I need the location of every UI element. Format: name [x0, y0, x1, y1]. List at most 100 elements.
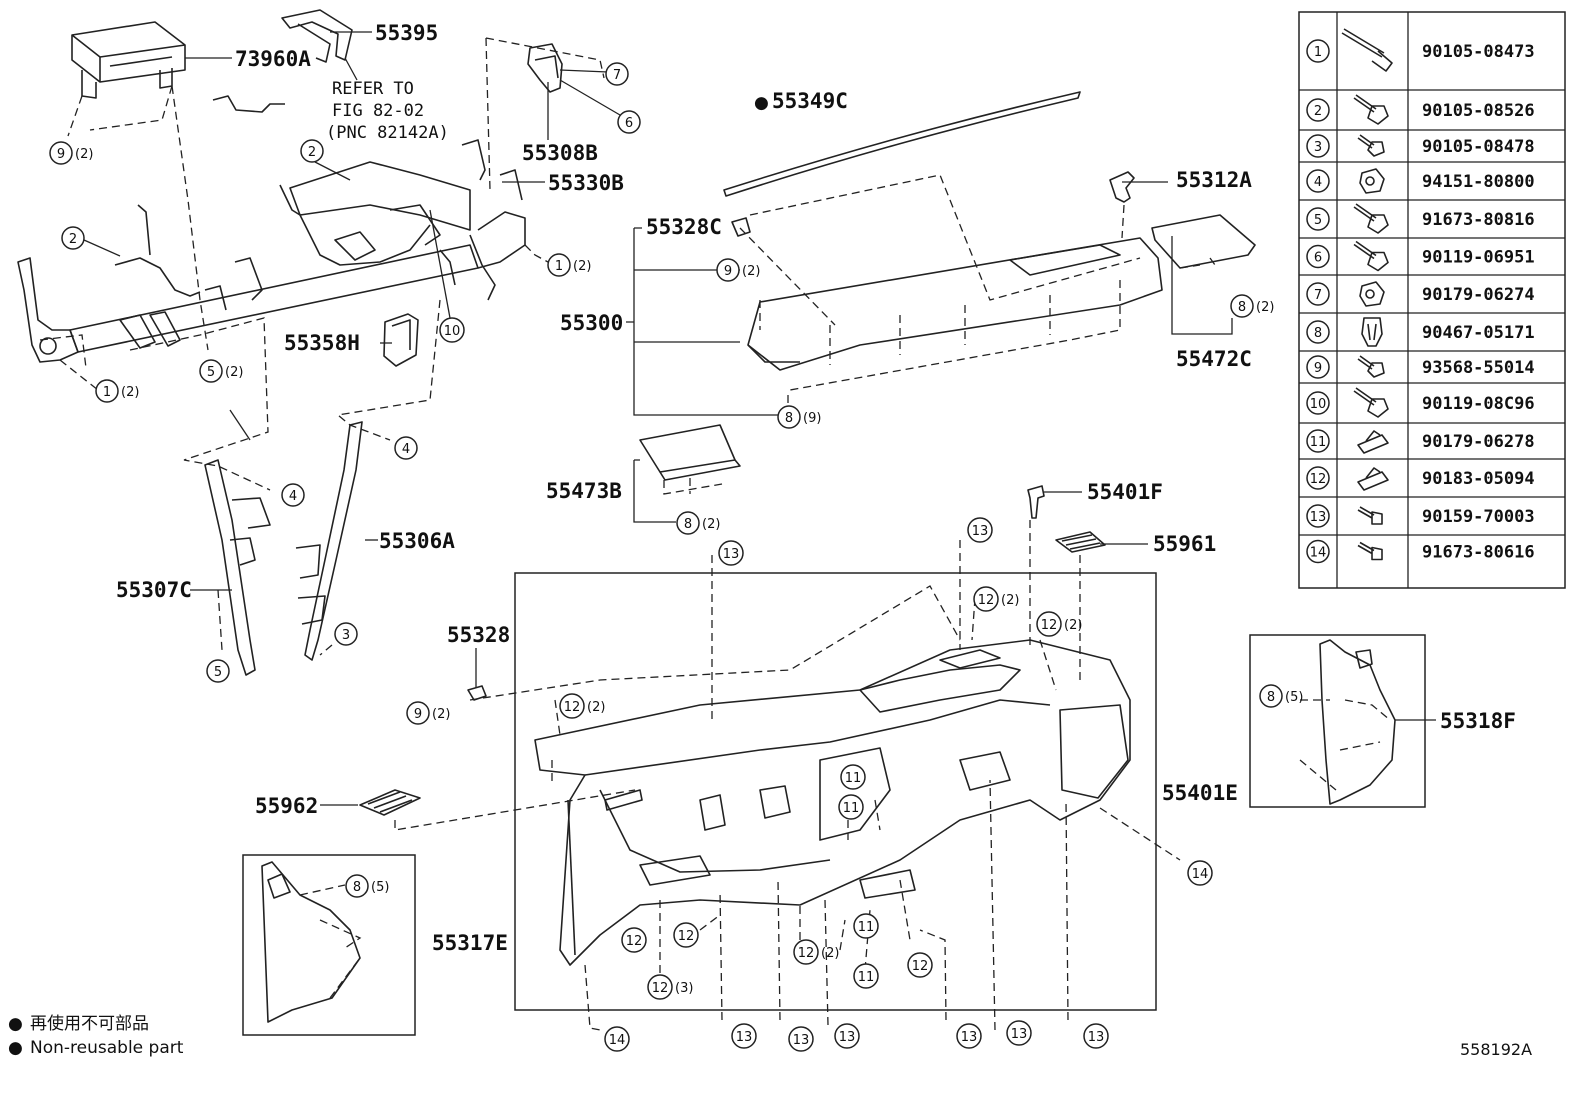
instrument-panel-frame — [514, 572, 1157, 1011]
svg-text:12: 12 — [678, 929, 695, 944]
svg-text:(2): (2) — [75, 147, 93, 162]
svg-text:12: 12 — [978, 593, 995, 608]
callout: 12 — [673, 922, 699, 948]
side-panel-55318F-frame — [1249, 634, 1426, 808]
callout: 9 (2) — [49, 141, 93, 165]
svg-text:9: 9 — [414, 707, 422, 722]
fastener-part-code: 91673-80616 — [1422, 543, 1535, 563]
svg-text:9: 9 — [57, 147, 65, 162]
bracket-55308B-drawing — [527, 43, 563, 93]
brace-55307C-drawing — [204, 459, 271, 676]
fastener-number-badge — [1306, 539, 1330, 564]
svg-text:2: 2 — [69, 232, 77, 247]
svg-text:4: 4 — [289, 489, 297, 504]
fastener-part-code: 93568-55014 — [1422, 358, 1535, 378]
instrument-panel-55401E-drawing — [534, 639, 1131, 966]
part-label-55962: 55962 — [255, 794, 318, 818]
svg-text:8: 8 — [1238, 300, 1246, 315]
fastener-row: 10 90119-08C96 — [1299, 382, 1565, 418]
cross-car-beam-drawing — [17, 139, 526, 363]
refer-note-line-1: REFER TO — [332, 79, 414, 99]
callout: 13 — [731, 1023, 757, 1049]
svg-text:11: 11 — [858, 970, 875, 985]
svg-text:(5): (5) — [1285, 690, 1303, 705]
part-label-55312A: 55312A — [1176, 168, 1252, 192]
part-label-55401E: 55401E — [1162, 781, 1238, 805]
callout: 13 — [718, 540, 744, 566]
fastener-part-code: 90119-08C96 — [1422, 394, 1535, 414]
callout: 2 — [300, 139, 324, 163]
clip-icon — [1361, 317, 1383, 347]
callout: 12(3) — [647, 974, 693, 1000]
side-panel-55317E-frame — [242, 854, 416, 1036]
callout: 3 — [334, 622, 358, 646]
leader-lines — [83, 31, 1436, 806]
svg-text:13: 13 — [736, 1030, 753, 1045]
svg-text:12: 12 — [912, 959, 929, 974]
legend-text-cn: 再使用不可部品 — [30, 1013, 149, 1034]
callout: 12 — [907, 952, 933, 978]
bracket-55358H-drawing — [383, 313, 419, 367]
moulding-55349C-drawing — [723, 91, 1081, 197]
callout: 11 — [840, 764, 866, 790]
svg-text:8: 8 — [353, 880, 361, 895]
clip-55312A-drawing — [1109, 171, 1135, 203]
callout: 5 — [206, 659, 230, 683]
svg-text:11: 11 — [845, 771, 862, 786]
part-label-55328: 55328 — [447, 623, 510, 647]
svg-text:(2): (2) — [1064, 618, 1082, 633]
callout: 8(5) — [345, 874, 389, 898]
callout: 11 — [853, 913, 879, 939]
callout: 13 — [1083, 1023, 1109, 1049]
fastener-number: 6 — [1314, 251, 1322, 266]
callout: 11 — [838, 794, 864, 820]
bolt-icon — [1357, 355, 1385, 378]
nut-icon — [1359, 168, 1385, 194]
fastener-part-code: 90467-05171 — [1422, 323, 1535, 343]
callout: 13 — [967, 517, 993, 543]
part-label-55328C: 55328C — [646, 215, 722, 239]
legend-bullet-en: ● — [8, 1038, 23, 1058]
fastener-part-code: 90183-05094 — [1422, 469, 1535, 489]
svg-text:11: 11 — [843, 801, 860, 816]
callout: 8(9) — [777, 405, 821, 429]
svg-text:7: 7 — [613, 68, 621, 83]
cover-55473B-drawing — [639, 424, 741, 481]
callout: 14 — [1187, 860, 1213, 886]
long-bolt-icon — [1341, 28, 1393, 72]
callout: 12(2) — [973, 586, 1019, 612]
part-number-labels: 73960A 55395 55308B 55330B 55349C 55312A… — [116, 21, 1516, 955]
part-label-55349C: 55349C — [772, 89, 848, 113]
svg-text:12: 12 — [798, 946, 815, 961]
svg-text:8: 8 — [1267, 690, 1275, 705]
fastener-part-code: 90179-06278 — [1422, 432, 1535, 452]
svg-text:14: 14 — [1192, 867, 1209, 882]
fastener-number: 12 — [1310, 472, 1327, 487]
fastener-part-code: 90105-08473 — [1422, 42, 1535, 62]
assembly-lines — [39, 37, 1391, 1031]
fastener-number: 10 — [1310, 397, 1327, 412]
svg-text:3: 3 — [342, 628, 350, 643]
svg-text:8: 8 — [785, 411, 793, 426]
svg-text:(2): (2) — [702, 517, 720, 532]
refer-note-line-2: FIG 82-02 — [332, 101, 424, 121]
callout: 6 — [617, 110, 641, 134]
side-panel-55317E-drawing — [261, 861, 361, 1023]
brace-55306A-drawing — [295, 421, 363, 661]
svg-text:11: 11 — [858, 920, 875, 935]
part-illustrations — [17, 9, 1396, 1023]
clip-nut-icon — [1357, 467, 1389, 491]
bolt-icon — [1357, 134, 1385, 157]
callout: 8 (2) — [1230, 294, 1274, 318]
screw-icon — [1357, 541, 1383, 561]
svg-text:4: 4 — [402, 442, 410, 457]
callout: 13 — [1006, 1020, 1032, 1046]
fastener-number-badge — [1306, 39, 1330, 63]
legend-text-en: Non-reusable part — [30, 1038, 184, 1058]
svg-text:(2): (2) — [1256, 300, 1274, 315]
part-label-55472C: 55472C — [1176, 347, 1252, 371]
